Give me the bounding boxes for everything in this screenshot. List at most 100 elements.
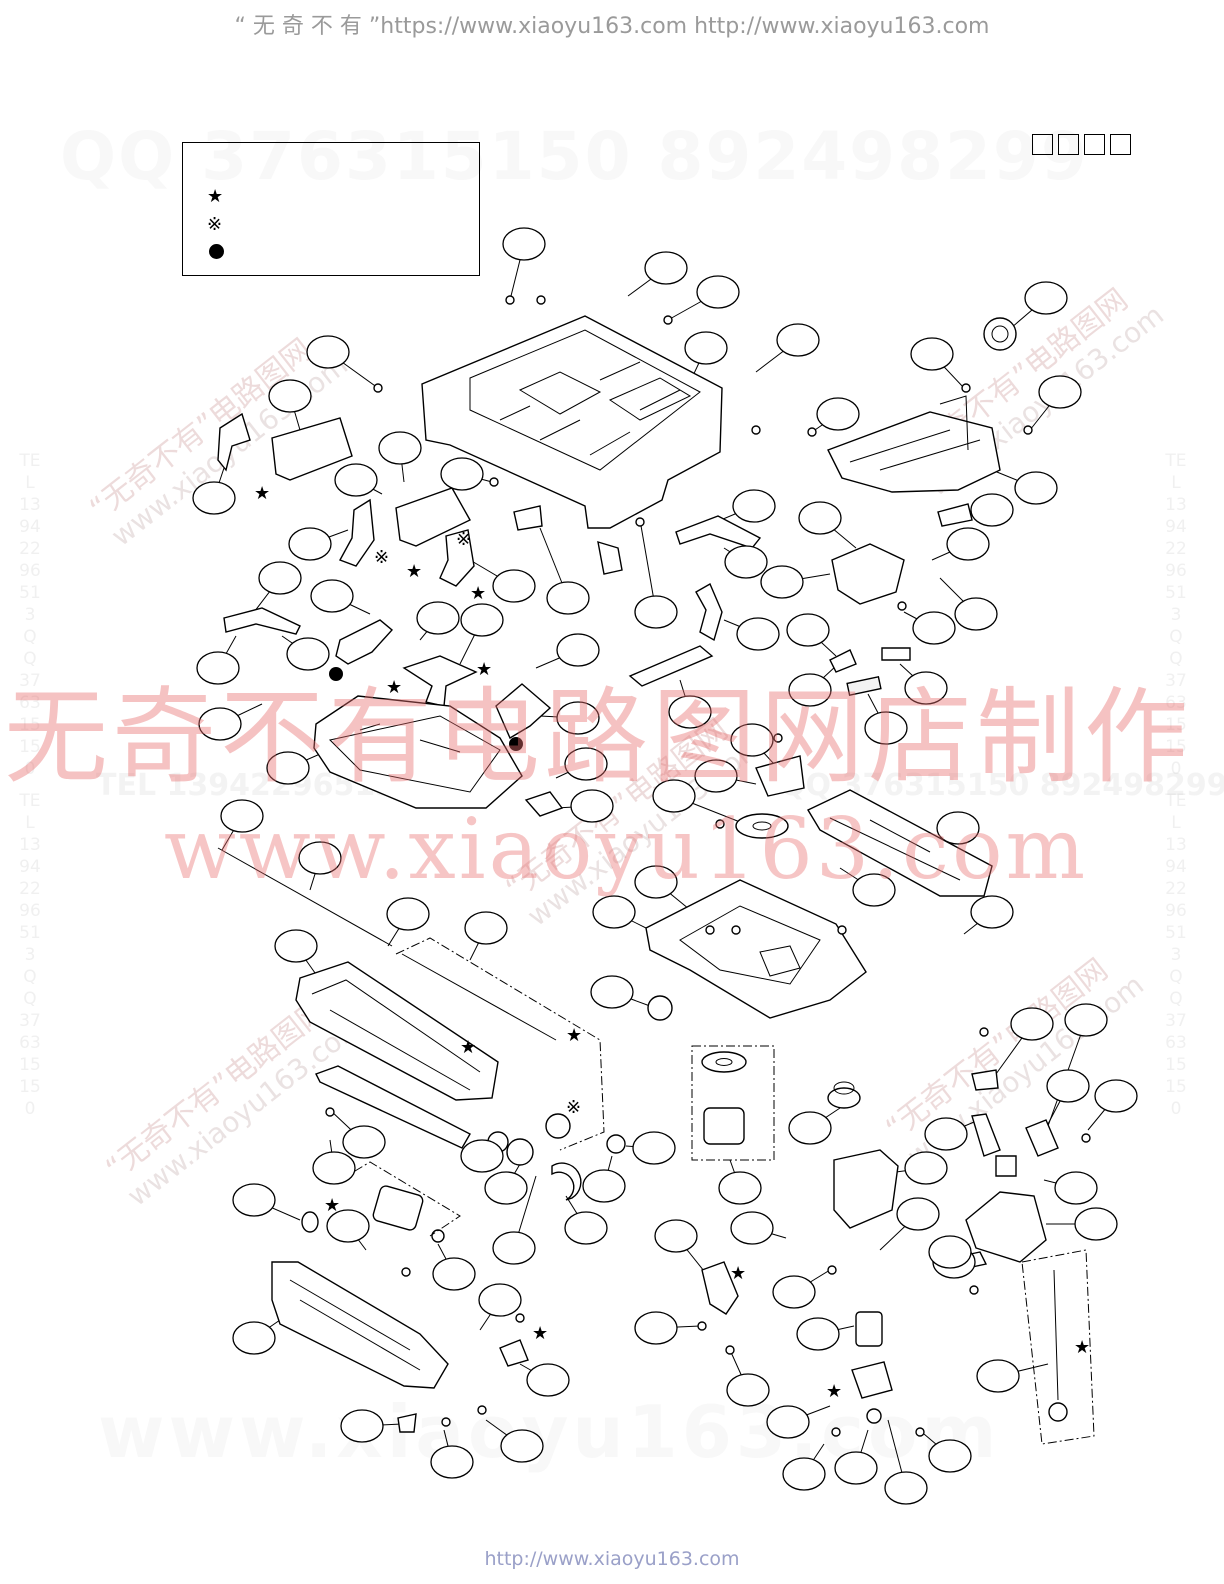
screw	[515, 1313, 525, 1323]
spacer-ring	[301, 1211, 319, 1233]
callout-bubble	[864, 711, 908, 745]
small-clip-right	[829, 649, 857, 673]
callout-bubble	[266, 751, 310, 785]
legend-box: ★ ※	[182, 142, 480, 276]
callout-bubble	[694, 759, 738, 793]
guide-shaft-sub-frame	[395, 937, 605, 1151]
traverse-frame	[295, 961, 499, 1101]
top-chassis-slots	[499, 361, 681, 456]
screw	[373, 383, 383, 393]
arm-bracket-right	[971, 1113, 1001, 1157]
callout-bubble	[220, 799, 264, 833]
callout-bubble	[232, 1321, 276, 1355]
callout-bubble	[834, 1451, 878, 1485]
callout-bubble	[654, 1219, 698, 1253]
callout-bubble	[634, 865, 678, 899]
callout-bubble	[268, 379, 312, 413]
long-slider-bar	[628, 645, 714, 687]
bracket-clip	[881, 647, 911, 661]
left-small-gear	[647, 995, 673, 1021]
left-side-plate	[271, 417, 353, 481]
callout-bubble	[782, 1457, 826, 1491]
star-mark: ★	[324, 1195, 340, 1216]
star-mark: ★	[826, 1381, 842, 1402]
small-gear-bracket	[755, 755, 805, 797]
legend-row-star: ★	[207, 187, 223, 207]
callout-bubble	[416, 601, 460, 635]
corner-box-2	[1058, 134, 1079, 155]
arm-lever-left	[338, 498, 375, 567]
callout-bubble	[1024, 281, 1068, 315]
solid-dot-mark	[329, 667, 343, 681]
flywheel-hub	[752, 821, 772, 831]
callout-bubble	[440, 457, 484, 491]
callout-bubble	[492, 1231, 536, 1265]
link-arm-left	[223, 607, 301, 635]
corner-box-4	[1110, 134, 1131, 155]
screw	[635, 517, 645, 527]
callout-bubble	[196, 651, 240, 685]
spring-clip	[397, 1413, 417, 1433]
callout-bubble	[556, 701, 600, 735]
callout-bubble	[464, 911, 508, 945]
callout-bubble	[796, 1317, 840, 1351]
small-arm-lever	[513, 505, 543, 531]
turntable-disc	[701, 1051, 747, 1073]
callout-bubble	[696, 275, 740, 309]
callout-bubble	[668, 695, 712, 729]
screw	[807, 427, 817, 437]
bracket-small-right	[937, 503, 973, 527]
lead-screw-sub-frame	[1021, 1249, 1095, 1445]
callout-bubble	[928, 1235, 972, 1269]
right-slide-plate-detail	[829, 817, 961, 881]
callout-bubble	[334, 463, 378, 497]
screw	[441, 1417, 451, 1427]
callout-bubble	[1074, 1207, 1118, 1241]
callout-bubble	[232, 1183, 276, 1217]
callout-bubble	[1054, 1171, 1098, 1205]
star-mark: ★	[730, 1263, 746, 1284]
callout-bubble	[492, 569, 536, 603]
callout-bubble	[312, 1151, 356, 1185]
flywheel	[735, 813, 789, 839]
callout-bubble	[910, 337, 954, 371]
callout-bubble	[724, 545, 768, 579]
callout-bubble	[378, 431, 422, 465]
callout-bubble	[546, 581, 590, 615]
solid-dot-icon	[209, 244, 224, 259]
star-mark: ★	[476, 659, 492, 680]
screw	[751, 425, 761, 435]
reference-mark-icon: ※	[207, 214, 223, 235]
vertical-watermark-left-bottom: TEL 13942296513 QQ 376315150	[19, 791, 41, 1119]
latch-lever	[597, 540, 623, 575]
right-slide-plate	[807, 789, 993, 897]
lead-screw-gear	[1048, 1402, 1068, 1422]
callout-bubble	[1094, 1079, 1138, 1113]
callout-bubble	[730, 1211, 774, 1245]
callout-bubble	[634, 595, 678, 629]
screw	[325, 1107, 335, 1117]
cross-lever	[402, 655, 478, 707]
callout-bubble	[342, 1125, 386, 1159]
callout-bubble	[912, 611, 956, 645]
corner-box-3	[1084, 134, 1105, 155]
right-upper-bracket-detail	[849, 395, 981, 471]
callout-bubble	[786, 613, 830, 647]
star-mark-icon: ★	[207, 186, 224, 207]
callout-bubble	[340, 1409, 384, 1443]
lower-left-frame-detail	[289, 1279, 421, 1371]
callout-bubble	[760, 565, 804, 599]
footer-url-link[interactable]: http://www.xiaoyu163.com	[484, 1548, 740, 1570]
callout-bubble	[766, 1405, 810, 1439]
callout-bubble	[298, 841, 342, 875]
mechanism-parts	[217, 315, 1068, 1433]
callout-bubble	[730, 723, 774, 757]
callout-bubble	[798, 501, 842, 535]
callout-bubble	[652, 779, 696, 813]
callout-bubbles	[192, 227, 1138, 1505]
callout-bubble	[432, 1257, 476, 1291]
callout-bubble	[306, 335, 350, 369]
small-gear-b	[506, 1138, 534, 1166]
